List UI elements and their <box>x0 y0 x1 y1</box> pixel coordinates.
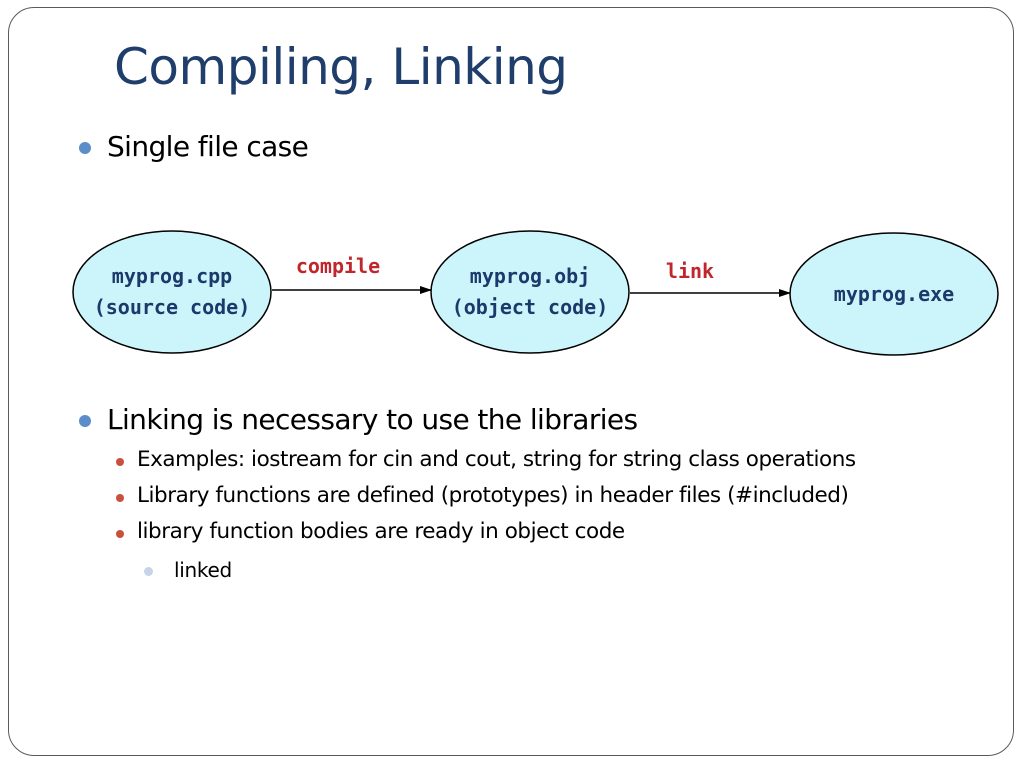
sub-sub-bullet-dot <box>144 567 153 576</box>
sub-bullet-dot <box>116 530 124 538</box>
bullet-single-file-case: Single file case <box>79 130 309 163</box>
sub-bullet-dot <box>116 458 124 466</box>
bullet-dot <box>79 415 91 427</box>
bullet-linking: Linking is necessary to use the librarie… <box>79 403 638 436</box>
sub-bullet-library-functions: Library functions are defined (prototype… <box>116 483 849 508</box>
slide-title: Compiling, Linking <box>114 38 568 96</box>
sub-bullet-function-bodies: library function bodies are ready in obj… <box>116 519 625 544</box>
sub-sub-bullet-text: linked <box>174 558 232 582</box>
sub-bullet-text: Examples: iostream for cin and cout, str… <box>137 447 856 472</box>
bullet-text: Single file case <box>107 130 309 163</box>
bullet-text: Linking is necessary to use the librarie… <box>107 403 638 436</box>
sub-sub-bullet-linked: linked <box>144 558 232 582</box>
sub-bullet-text: library function bodies are ready in obj… <box>137 519 625 544</box>
sub-bullet-examples: Examples: iostream for cin and cout, str… <box>116 447 856 472</box>
bullet-dot <box>79 142 91 154</box>
sub-bullet-text: Library functions are defined (prototype… <box>137 483 849 508</box>
slide-frame <box>8 7 1014 756</box>
sub-bullet-dot <box>116 494 124 502</box>
